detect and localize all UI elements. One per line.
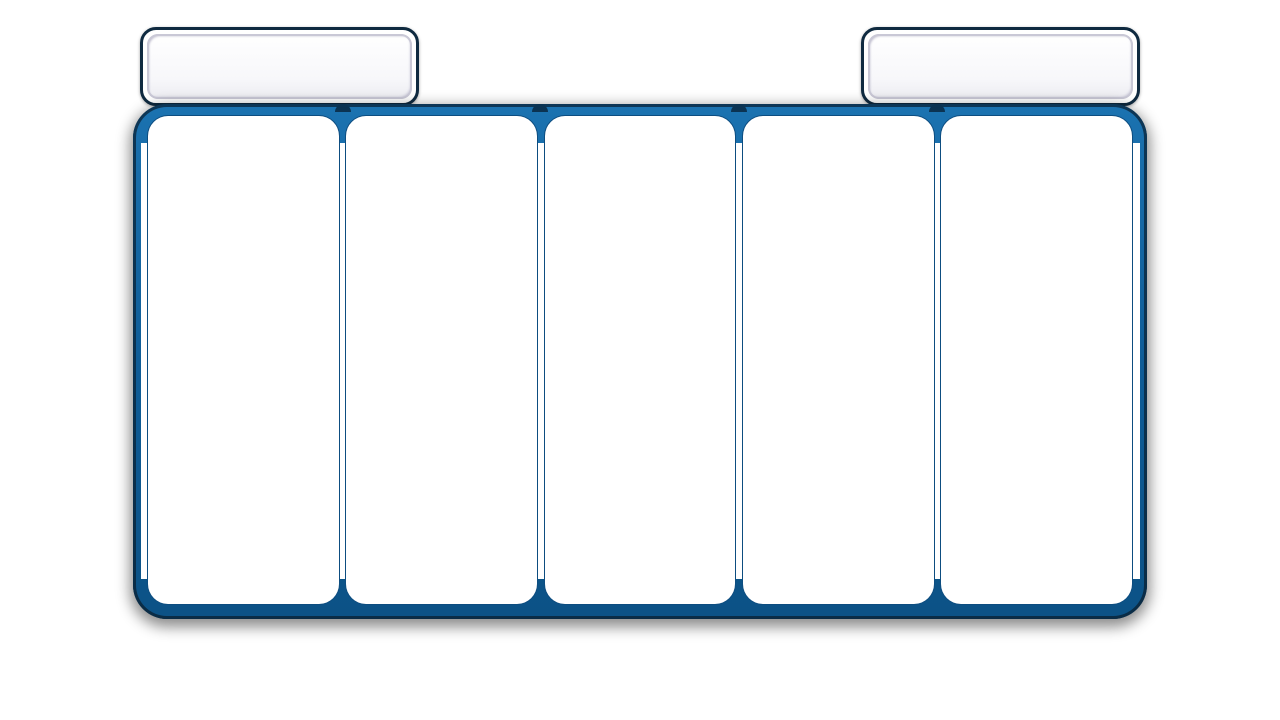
right-plaque-inset bbox=[868, 34, 1133, 99]
board-slot-3[interactable] bbox=[545, 116, 735, 604]
board-slot-5[interactable] bbox=[941, 116, 1132, 604]
board-notch bbox=[532, 104, 548, 112]
left-plaque-inset bbox=[147, 34, 412, 99]
board-slot-4[interactable] bbox=[743, 116, 934, 604]
board-notch bbox=[335, 104, 351, 112]
board-slot-1[interactable] bbox=[148, 116, 339, 604]
right-score-plaque bbox=[861, 27, 1140, 106]
board-notch bbox=[929, 104, 945, 112]
board-notch bbox=[731, 104, 747, 112]
board-slot-2[interactable] bbox=[346, 116, 537, 604]
left-score-plaque bbox=[140, 27, 419, 106]
